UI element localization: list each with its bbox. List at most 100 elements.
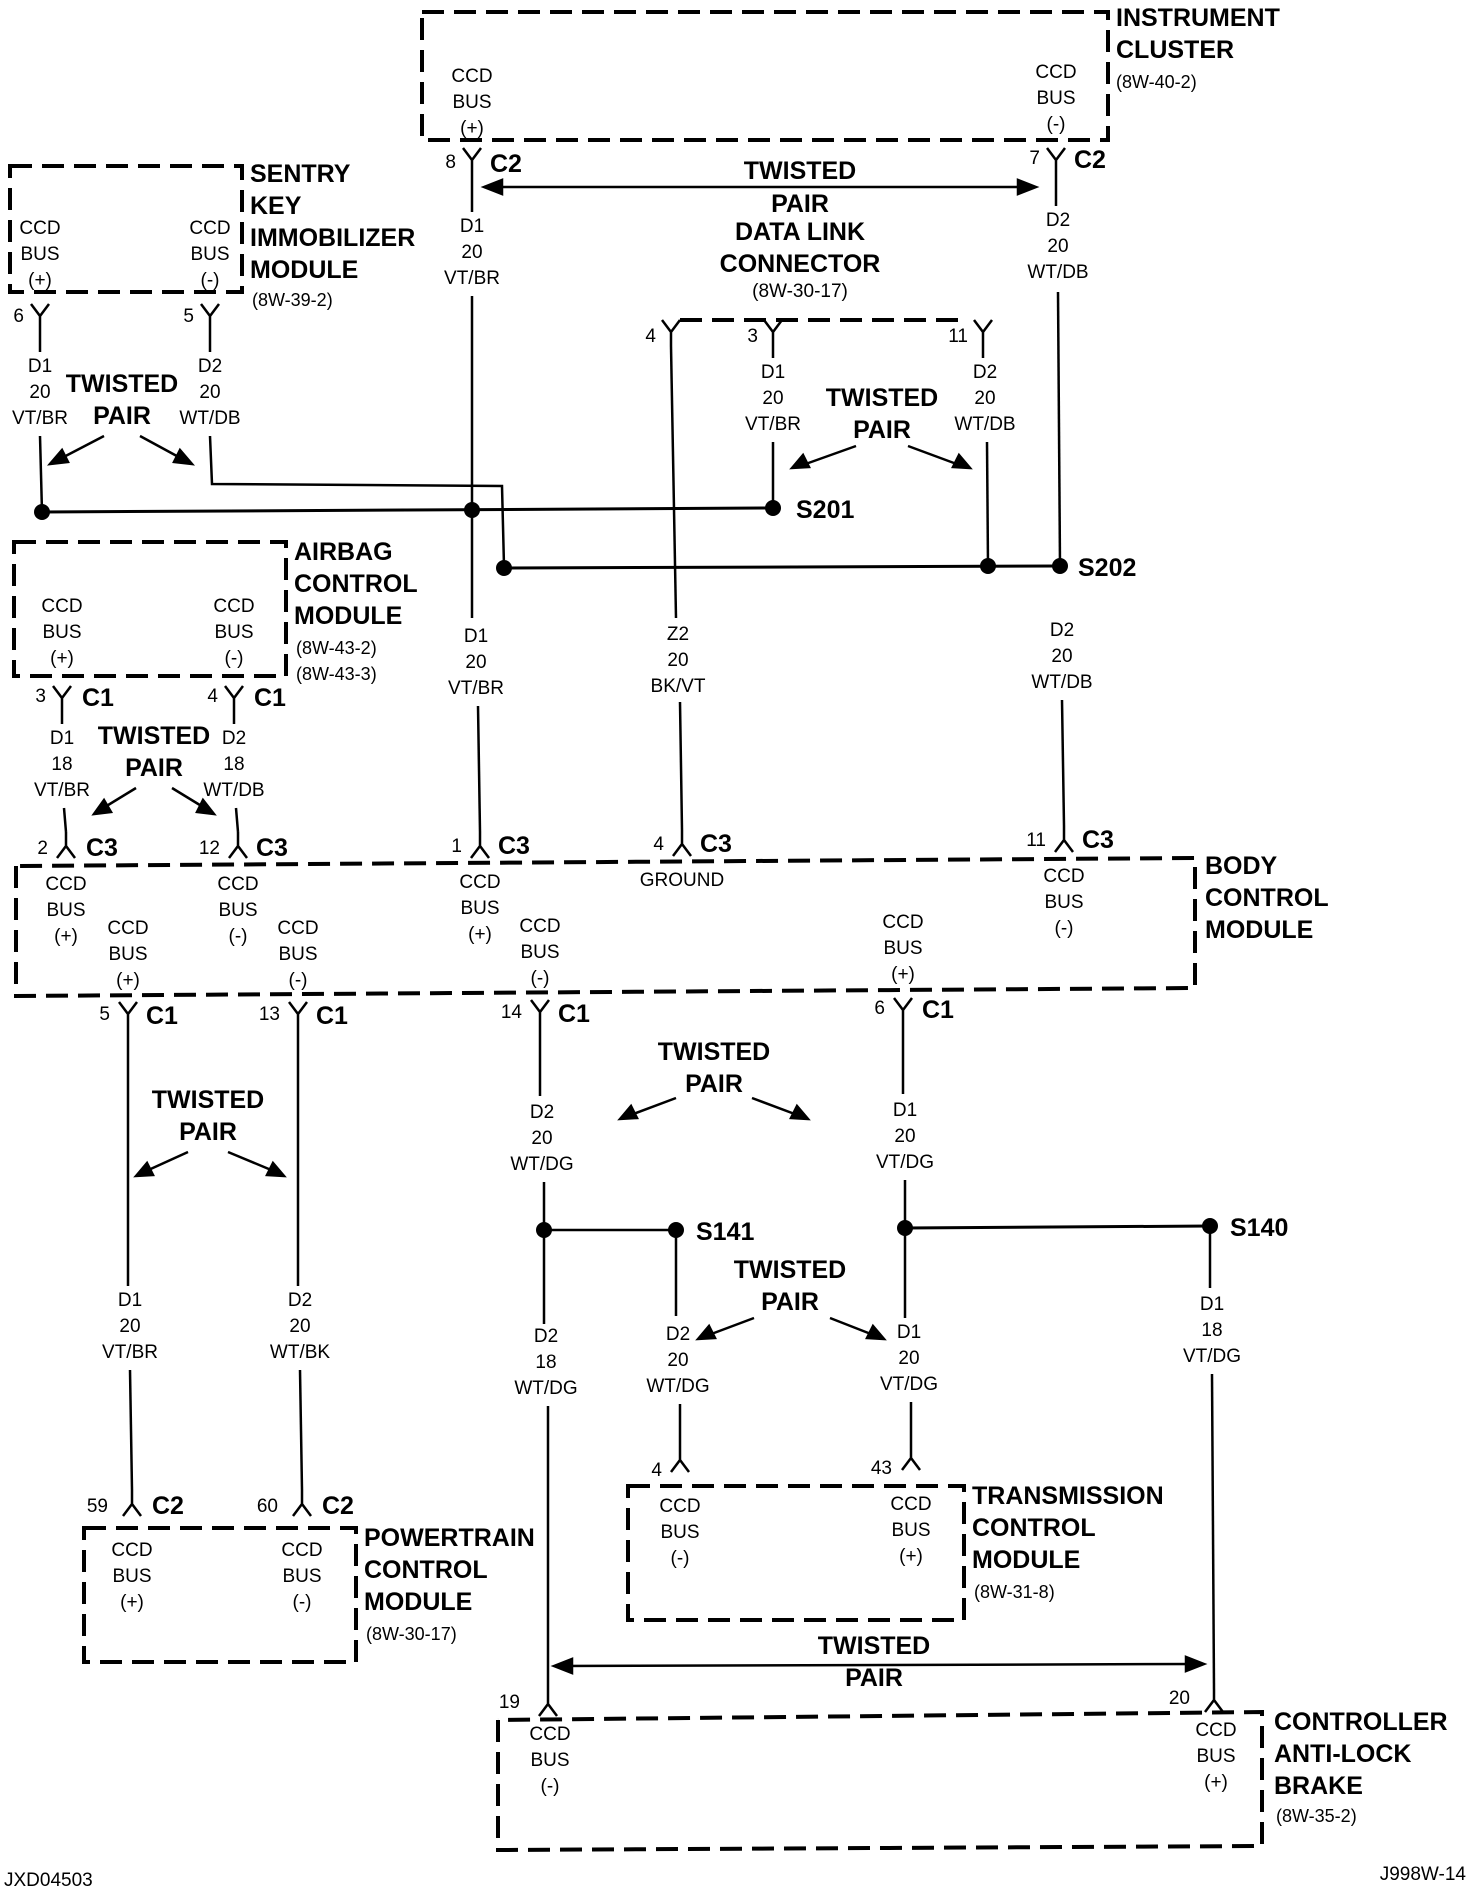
ab-ccd-minus-l3: (-) [225, 648, 244, 669]
tcm-twisted-label: TWISTED [734, 1256, 847, 1284]
bcm-c1-13-l3: (-) [289, 970, 308, 991]
tcm-d1-gauge: 20 [898, 1348, 919, 1369]
dlc-title-1: DATA LINK [735, 218, 865, 246]
bcm-pin14-label: 14 [501, 1002, 523, 1023]
bcm-c3-pin2-connector [56, 832, 76, 859]
ab-twisted-arrow-right [195, 797, 217, 816]
pcm-c2-b: C2 [322, 1492, 354, 1520]
sk-ccd-minus-l1: CCD [189, 218, 230, 239]
bcm-twisted-arrow-right [789, 1103, 811, 1121]
tcm-d2-code: D2 [666, 1324, 690, 1345]
airbag-control-module: AIRBAG CONTROL MODULE (8W-43-2) (8W-43-3… [12, 538, 418, 684]
ab-d2-color: WT/DB [203, 780, 264, 801]
bcm-c3-11-l3: (-) [1055, 918, 1074, 939]
s202-splice [1052, 558, 1068, 574]
ground-z2-color: BK/VT [651, 676, 706, 697]
tcm-twisted-arrow-left [695, 1323, 717, 1341]
pcm-ccd-plus-l1: CCD [111, 1540, 152, 1561]
abs-d1-gauge: 18 [1201, 1320, 1222, 1341]
ab-twisted-arrow-left [91, 797, 114, 816]
bcm-c1-pin5-connector [118, 1001, 138, 1028]
footer-right-code: J998W-14 [1380, 1864, 1467, 1885]
abs-title-2: ANTI-LOCK [1274, 1740, 1411, 1768]
ab-ccd-minus-l2: BUS [214, 622, 253, 643]
bcm-c1-14-d2-gauge: 20 [531, 1128, 552, 1149]
abs-ccd-plus-l1: CCD [1195, 1720, 1236, 1741]
sk-d2-code: D2 [198, 356, 222, 377]
dlc-d2-color: WT/DB [954, 414, 1015, 435]
bcm-pin5-label: 5 [99, 1004, 110, 1025]
sentry-title-4: MODULE [250, 256, 358, 284]
tcm-d1-color: VT/DG [880, 1374, 938, 1395]
pcm-twisted-arrow-right [265, 1160, 287, 1178]
bcm-pin1-label: 1 [451, 836, 462, 857]
instrument-cluster-module: INSTRUMENT CLUSTER (8W-40-2) CCD BUS (+)… [420, 4, 1280, 142]
bcm-pin2-label: 2 [37, 838, 48, 859]
tcm-title-1: TRANSMISSION [972, 1482, 1164, 1510]
bcm-c1-14-l3: (-) [531, 968, 550, 989]
bcm-c3-1-d1-gauge: 20 [465, 652, 486, 673]
abs-ccd-minus-l2: BUS [530, 1750, 569, 1771]
dlc-twisted-arrow-right [951, 452, 973, 470]
bcm-c1-6-l3: (+) [891, 964, 915, 985]
dlc-d1-gauge: 20 [762, 388, 783, 409]
ab-pin3-label: 3 [35, 686, 46, 707]
tcm-d2-color: WT/DG [646, 1376, 709, 1397]
sk-pin6-label: 6 [13, 306, 24, 327]
bcm-c1-pin14-connector [530, 999, 550, 1026]
bcm-twisted-label: TWISTED [658, 1038, 771, 1066]
ic-pin7-label: 7 [1029, 148, 1040, 169]
ic-pin8-connector [462, 147, 482, 172]
abs-d2-gauge: 18 [535, 1352, 556, 1373]
pcm-pin60-label: 60 [257, 1496, 278, 1517]
bcm-c1-d: C1 [922, 996, 954, 1024]
s202-label: S202 [1078, 554, 1136, 582]
ab-ccd-plus-l2: BUS [42, 622, 81, 643]
bcm-c3-pin4-connector [672, 830, 692, 857]
abs-d1-color: VT/DG [1183, 1346, 1241, 1367]
pcm-ccd-minus-l2: BUS [282, 1566, 321, 1587]
bcm-c1-14-l1: CCD [519, 916, 560, 937]
ic-d1-gauge: 20 [461, 242, 482, 263]
sk-pin5-label: 5 [183, 306, 194, 327]
pcm-d2-code: D2 [288, 1290, 312, 1311]
ic-pair-label: PAIR [771, 190, 829, 218]
airbag-title-1: AIRBAG [294, 538, 393, 566]
tcm-pin4-connector [670, 1446, 690, 1473]
bcm-c3-12-l1: CCD [217, 874, 258, 895]
ic-ccd-plus-l3: (+) [460, 118, 484, 139]
sk-d1-gauge: 20 [29, 382, 50, 403]
pcm-d2-color: WT/BK [270, 1342, 330, 1363]
ab-twisted-label: TWISTED [98, 722, 211, 750]
instrument-cluster-title-2: CLUSTER [1116, 36, 1234, 64]
sk-d1-color: VT/BR [12, 408, 68, 429]
dlc-pin11-connector [973, 319, 993, 346]
bcm-c1-6-d1-code: D1 [893, 1100, 917, 1121]
bcm-c1-13-l1: CCD [277, 918, 318, 939]
bcm-c1-6-d1-color: VT/DG [876, 1152, 934, 1173]
airbag-title-3: MODULE [294, 602, 402, 630]
sk-pair-label: PAIR [93, 402, 151, 430]
pcm-title-1: POWERTRAIN [364, 1524, 535, 1552]
ground-z2-code: Z2 [667, 624, 689, 645]
dlc-d1-color: VT/BR [745, 414, 801, 435]
ab-ccd-plus-l1: CCD [41, 596, 82, 617]
bcm-c3-2-l3: (+) [54, 926, 78, 947]
ic-d1-code: D1 [460, 216, 484, 237]
bcm-c1-5-l3: (+) [116, 970, 140, 991]
bcm-twisted-arrow-left [617, 1103, 639, 1121]
dlc-pin4-label: 4 [645, 326, 656, 347]
bcm-c3-12-l2: BUS [218, 900, 257, 921]
bcm-c3-b: C3 [256, 834, 288, 862]
sk-twisted-arrow-left [46, 447, 70, 466]
pcm-ccd-plus-l2: BUS [112, 1566, 151, 1587]
tcm-d2-gauge: 20 [667, 1350, 688, 1371]
s201-label: S201 [796, 496, 854, 524]
sk-ccd-minus-l2: BUS [190, 244, 229, 265]
ground-z2-gauge: 20 [667, 650, 688, 671]
pcm-ref: (8W-30-17) [366, 1624, 457, 1644]
sk-ccd-plus-l1: CCD [19, 218, 60, 239]
ab-d2-code: D2 [222, 728, 246, 749]
ab-d1-code: D1 [50, 728, 74, 749]
